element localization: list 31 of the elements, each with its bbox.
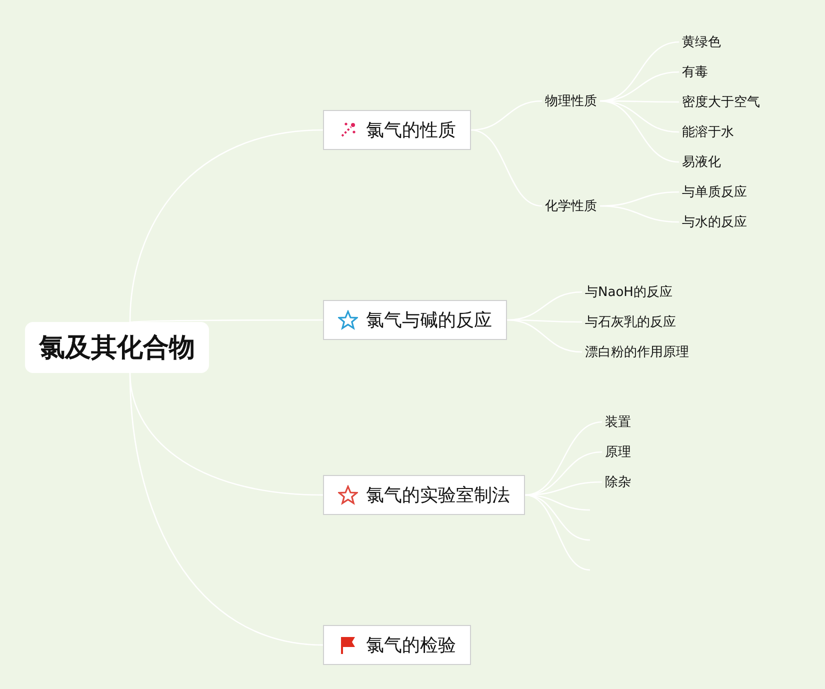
topic-box (323, 625, 471, 665)
subtopic-text: 能溶于水 (679, 121, 737, 143)
topic-box (323, 475, 525, 515)
topic-text: 氯气的实验室制法 (366, 485, 510, 506)
subtopic-text: 漂白粉的作用原理 (582, 341, 692, 363)
subtopic-text: 化学性质 (542, 195, 600, 217)
connector-line (470, 100, 542, 131)
connector-line (506, 319, 582, 353)
connector-line (129, 372, 324, 646)
connector-line (470, 129, 542, 207)
topic-box (323, 110, 471, 150)
subtopic-text: 与单质反应 (679, 181, 750, 203)
connector-line (129, 129, 324, 322)
subtopic-text: 有毒 (679, 61, 711, 83)
subtopic-text: 与水的反应 (679, 211, 750, 233)
subtopic-text: 原理 (602, 441, 634, 463)
subtopic-text: 除杂 (602, 471, 634, 493)
topic-text: 氯气的检验 (366, 635, 456, 656)
subtopic-text: 易液化 (679, 151, 724, 173)
topic-text: 氯气的性质 (366, 120, 456, 141)
subtopic-text: 与石灰乳的反应 (582, 311, 679, 333)
subtopic-text: 黄绿色 (679, 31, 724, 53)
subtopic-text: 密度大于空气 (679, 91, 763, 113)
subtopic-text: 物理性质 (542, 90, 600, 112)
subtopic-text: 装置 (602, 411, 634, 433)
subtopic-text: 与NaoH的反应 (582, 281, 676, 303)
connector-line (506, 291, 582, 321)
topic-box (323, 300, 507, 340)
topic-text: 氯气与碱的反应 (366, 310, 492, 331)
connector-line (600, 205, 680, 223)
central-topic-box: 氯及其化合物 (25, 322, 209, 373)
